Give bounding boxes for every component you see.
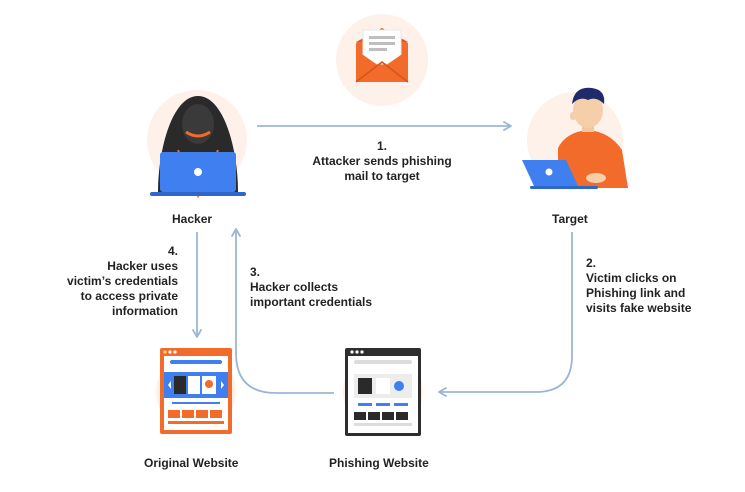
target-person-icon [522,87,628,189]
step-3-annotation: 3. Hacker collects important credentials [250,265,400,310]
step-3-number: 3. [250,265,261,279]
step-4-number: 4. [167,244,178,258]
step-1-number: 1. [376,139,387,153]
step-1-text: Attacker sends phishing mail to target [312,154,452,183]
phishing-website-icon [345,348,421,436]
step-3-text: Hacker collects important credentials [250,280,373,309]
target-label: Target [552,212,588,226]
hacker-label: Hacker [172,212,213,226]
original-website-icon [160,348,232,434]
step-2-number: 2. [586,256,597,270]
original-website-label: Original Website [144,456,239,470]
step-4-text: Hacker uses victim’s credentials to acce… [67,259,178,318]
step-1-annotation: 1. Attacker sends phishing mail to targe… [296,139,468,184]
step-4-annotation: 4. Hacker uses victim’s credentials to a… [40,244,178,319]
envelope-icon [355,28,409,83]
phishing-website-label: Phishing Website [329,456,429,470]
hacker-icon [150,96,246,199]
step-2-annotation: 2. Victim clicks on Phishing link and vi… [586,256,726,316]
arrow-phishing-to-hacker [231,228,334,394]
step-2-text: Victim clicks on Phishing link and visit… [586,271,692,315]
arrow-target-to-phishing [438,232,573,397]
